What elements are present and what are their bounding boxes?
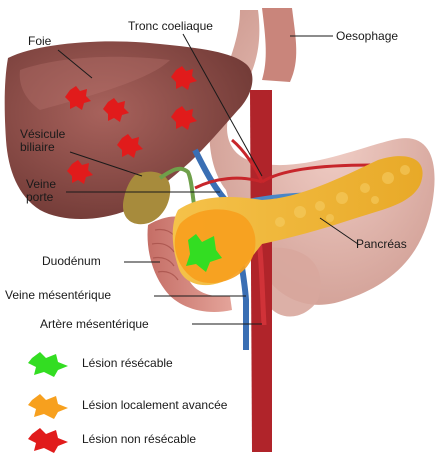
- label-pancreas: Pancréas: [356, 238, 407, 251]
- legend-swatch-orange: [26, 390, 72, 420]
- esophagus: [262, 8, 296, 82]
- label-veine-porte: Veine porte: [26, 178, 70, 204]
- legend-label: Lésion résécable: [82, 356, 173, 370]
- label-duodenum: Duodénum: [42, 255, 101, 268]
- legend-item-resecable: Lésion résécable: [26, 348, 426, 378]
- label-vesicule-biliaire: Vésicule biliaire: [20, 128, 74, 154]
- label-veine-mesenterique: Veine mésentérique: [5, 289, 111, 302]
- legend-blob-green: [28, 352, 68, 377]
- label-oesophage: Oesophage: [336, 30, 398, 43]
- legend-item-non-resecable: Lésion non résécable: [26, 424, 426, 454]
- legend-label: Lésion non résécable: [82, 432, 196, 446]
- label-tronc-coeliaque: Tronc coeliaque: [128, 20, 213, 33]
- legend-swatch-green: [26, 348, 72, 378]
- label-artere-mesenterique: Artère mésentérique: [40, 318, 149, 331]
- label-foie: Foie: [28, 35, 51, 48]
- legend-label: Lésion localement avancée: [82, 398, 227, 412]
- legend-blob-red: [28, 428, 68, 453]
- legend-item-localement-avancee: Lésion localement avancée: [26, 390, 426, 420]
- legend-swatch-red: [26, 424, 72, 454]
- legend-blob-orange: [28, 394, 68, 419]
